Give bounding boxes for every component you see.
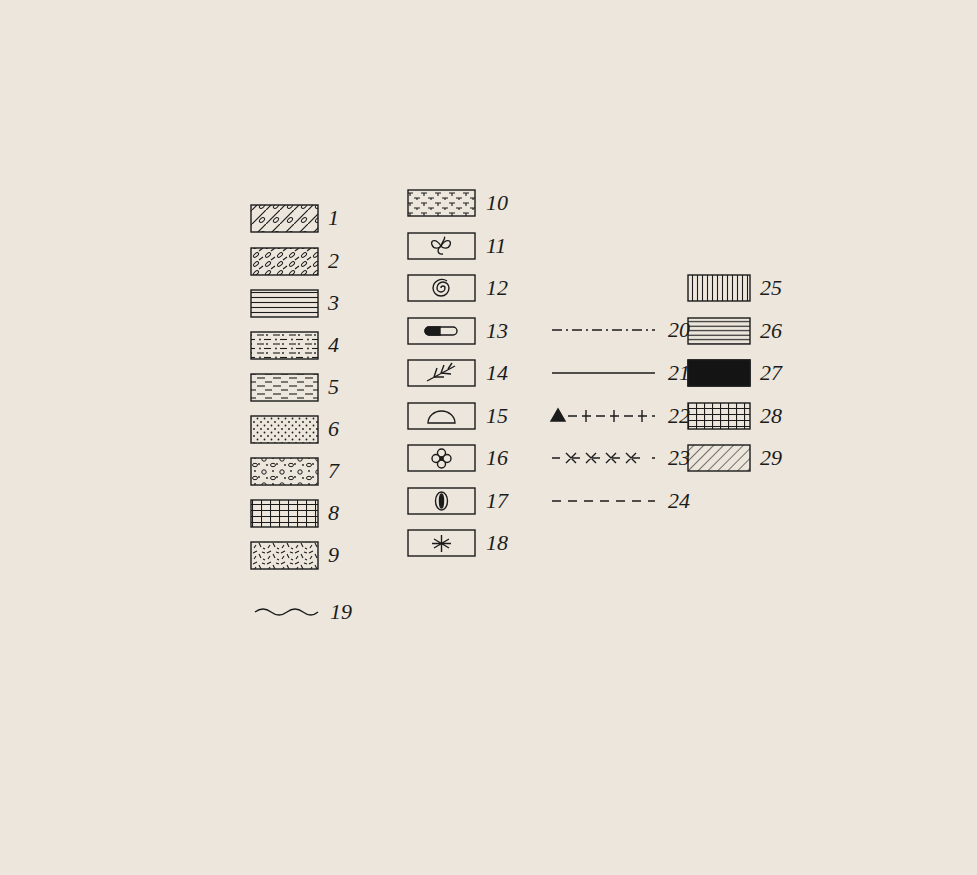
legend-item: 7 <box>328 460 339 482</box>
legend-number: 2 <box>328 248 339 273</box>
legend-item: 5 <box>328 376 339 398</box>
legend-item: 2 <box>328 250 339 272</box>
legend-item: 1 <box>328 207 339 229</box>
legend-item: 15 <box>486 405 508 427</box>
legend-number: 13 <box>486 318 508 343</box>
legend-number: 1 <box>328 205 339 230</box>
legend-item: 28 <box>760 405 782 427</box>
legend-item: 6 <box>328 418 339 440</box>
legend-number: 3 <box>328 290 339 315</box>
legend-number: 16 <box>486 445 508 470</box>
legend-item: 3 <box>328 292 339 314</box>
legend-item: 10 <box>486 192 508 214</box>
legend-swatch <box>688 360 750 386</box>
legend-item: 9 <box>328 544 339 566</box>
legend-item: 14 <box>486 362 508 384</box>
legend-item: 8 <box>328 502 339 524</box>
legend-item: 21 <box>668 362 690 384</box>
legend-number: 26 <box>760 318 782 343</box>
legend-number: 22 <box>668 403 690 428</box>
legend-number: 25 <box>760 275 782 300</box>
legend-item: 20 <box>668 319 690 341</box>
legend-item: 26 <box>760 320 782 342</box>
legend-item: 16 <box>486 447 508 469</box>
legend-number: 8 <box>328 500 339 525</box>
legend-number: 20 <box>668 317 690 342</box>
legend-number: 29 <box>760 445 782 470</box>
legend-number: 18 <box>486 530 508 555</box>
legend-number: 28 <box>760 403 782 428</box>
legend-item: 29 <box>760 447 782 469</box>
legend-number: 4 <box>328 332 339 357</box>
legend-item: 27 <box>760 362 782 384</box>
legend-number: 5 <box>328 374 339 399</box>
legend-item: 19 <box>330 601 352 623</box>
legend-item: 18 <box>486 532 508 554</box>
legend-item: 25 <box>760 277 782 299</box>
legend-number: 10 <box>486 190 508 215</box>
legend-item: 23 <box>668 447 690 469</box>
legend-number: 27 <box>760 360 782 385</box>
legend-number: 23 <box>668 445 690 470</box>
legend-number: 9 <box>328 542 339 567</box>
legend-item: 24 <box>668 490 690 512</box>
legend-number: 24 <box>668 488 690 513</box>
legend-number: 6 <box>328 416 339 441</box>
legend-item: 11 <box>486 235 506 257</box>
legend-item: 13 <box>486 320 508 342</box>
legend-number: 11 <box>486 233 506 258</box>
legend-item: 17 <box>486 490 508 512</box>
legend-item: 4 <box>328 334 339 356</box>
legend-item: 12 <box>486 277 508 299</box>
legend-number: 17 <box>486 488 508 513</box>
legend-number: 21 <box>668 360 690 385</box>
legend-number: 7 <box>328 458 339 483</box>
legend-number: 12 <box>486 275 508 300</box>
legend-number: 15 <box>486 403 508 428</box>
legend-number: 19 <box>330 599 352 624</box>
legend-number: 14 <box>486 360 508 385</box>
legend-item: 22 <box>668 405 690 427</box>
